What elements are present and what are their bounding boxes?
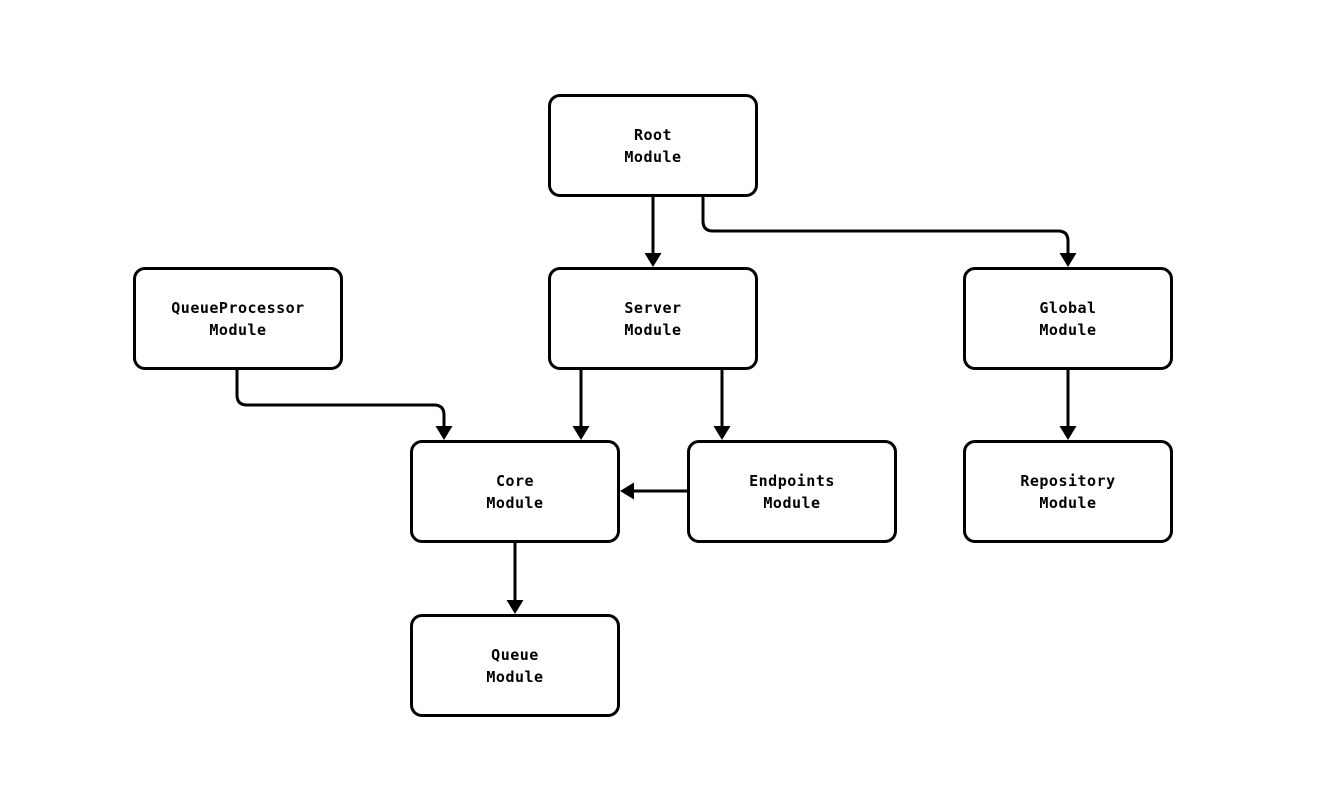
edge-endpoints-to-core — [620, 482, 687, 500]
edges-group — [235, 197, 1077, 614]
node-label-primary: Endpoints — [749, 471, 835, 490]
edge-global-to-repository — [1059, 370, 1077, 440]
node-label-secondary: Module — [1039, 493, 1097, 512]
edge-root-to-server — [644, 197, 662, 267]
node-label-primary: Global — [1039, 298, 1097, 317]
node-label-secondary: Module — [486, 667, 544, 686]
edge-arrowhead — [620, 482, 634, 500]
edge-root-to-global — [701, 197, 1077, 267]
node-label-primary: Server — [624, 298, 682, 317]
edge-arrowhead — [1059, 426, 1077, 440]
edge-arrowhead — [644, 253, 662, 267]
edge-arrowhead — [1059, 253, 1077, 267]
edge-arrowhead — [435, 426, 453, 440]
edge-line — [235, 370, 446, 430]
edge-arrowhead — [572, 426, 590, 440]
edge-core-to-queue — [506, 543, 524, 614]
node-label-secondary: Module — [624, 147, 682, 166]
node-label-primary: Core — [495, 471, 535, 490]
node-label-primary: Root — [633, 125, 673, 144]
node-label-secondary: Module — [486, 493, 544, 512]
node-label-secondary: Module — [209, 320, 267, 339]
node-label-primary: Queue — [491, 645, 539, 664]
edge-arrowhead — [713, 426, 731, 440]
node-label-secondary: Module — [763, 493, 821, 512]
node-label-primary: QueueProcessor — [171, 298, 305, 317]
node-label-secondary: Module — [1039, 320, 1097, 339]
node-label-primary: Repository — [1020, 471, 1116, 490]
node-label-secondary: Module — [624, 320, 682, 339]
edge-arrowhead — [506, 600, 524, 614]
edge-line — [701, 197, 1070, 257]
edge-server-to-core — [572, 370, 590, 440]
edge-queueprocessor-to-core — [235, 370, 453, 440]
edge-server-to-endpoints — [713, 370, 731, 440]
